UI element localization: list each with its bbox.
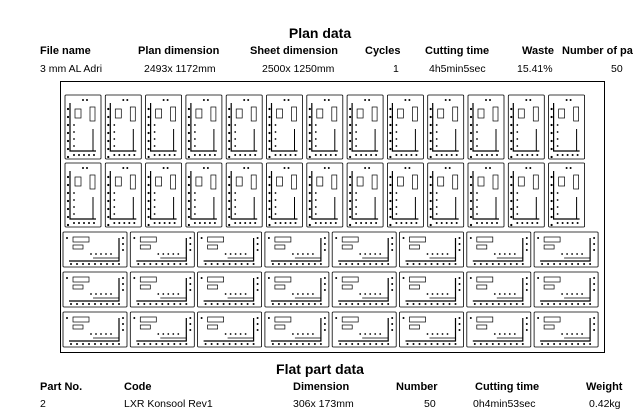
flat-header-weight: Weight [586, 381, 623, 393]
nested-part-portrait [266, 162, 303, 228]
flat-header-dimension: Dimension [293, 381, 350, 393]
nested-part-landscape [197, 311, 263, 348]
nested-part-landscape [399, 231, 464, 268]
plan-header-cutting-time: Cutting time [425, 45, 490, 57]
nested-part-landscape [62, 231, 128, 268]
flat-weight: 0.42kg [589, 398, 621, 410]
nested-part-portrait [306, 94, 344, 160]
plan-data-title: Plan data [288, 25, 352, 41]
plan-header-plan-dimension: Plan dimension [138, 45, 220, 57]
nested-part-portrait [467, 162, 505, 228]
nested-part-portrait [386, 94, 424, 160]
nested-part-portrait [185, 94, 223, 160]
nested-part-portrait [346, 94, 384, 160]
nested-part-portrait [507, 94, 545, 160]
nested-part-portrait [427, 162, 465, 228]
nested-part-portrait [427, 94, 465, 160]
nested-part-portrait [548, 94, 586, 160]
nested-part-portrait [145, 162, 182, 228]
nested-part-portrait [346, 162, 384, 228]
plan-header-sheet-dimension: Sheet dimension [250, 45, 339, 57]
flat-code: LXR Konsool Rev1 [124, 398, 213, 410]
plan-file-name: 3 mm AL Adri [40, 63, 102, 75]
nested-part-landscape [331, 231, 397, 268]
nested-part-landscape [197, 271, 263, 308]
flat-header-part-no: Part No. [40, 381, 83, 393]
nested-part-portrait [386, 162, 424, 228]
plan-header-waste: Waste [522, 45, 554, 57]
nested-part-portrait [467, 94, 505, 160]
nested-part-portrait [225, 94, 263, 160]
nested-part-landscape [264, 271, 330, 308]
nested-part-landscape [331, 271, 397, 308]
nested-part-landscape [264, 231, 330, 268]
nested-part-landscape [129, 231, 195, 268]
plan-header-file-name: File name [40, 45, 91, 57]
nested-part-landscape [533, 231, 599, 268]
nested-part-landscape [399, 271, 464, 308]
nested-part-portrait [225, 162, 263, 228]
plan-cutting-time: 4h5min5sec [429, 63, 486, 75]
flat-header-code: Code [124, 381, 152, 393]
flat-dimension: 306x 173mm [293, 398, 354, 410]
plan-header-cycles: Cycles [365, 45, 401, 57]
nested-part-portrait [266, 94, 303, 160]
plan-cycles: 1 [393, 63, 399, 75]
sheet-dimension: 2500x 1250mm [262, 63, 335, 75]
flat-part-data-title: Flat part data [276, 361, 364, 377]
nesting-sheet [60, 81, 605, 353]
plan-number-of-parts: 50 [611, 63, 623, 75]
nested-part-portrait [306, 162, 344, 228]
nested-part-landscape [197, 231, 263, 268]
nested-part-portrait [64, 162, 102, 228]
nested-part-portrait [104, 94, 142, 160]
nested-part-portrait [145, 94, 182, 160]
flat-header-cutting-time: Cutting time [475, 381, 540, 393]
plan-dimension: 2493x 1172mm [144, 63, 216, 75]
flat-cutting-time: 0h4min53sec [473, 398, 536, 410]
nested-part-landscape [533, 271, 599, 308]
nested-part-landscape [466, 271, 532, 308]
nesting-layout-drawing [62, 94, 599, 348]
nested-part-landscape [62, 271, 128, 308]
flat-header-number: Number [396, 381, 438, 393]
plan-waste: 15.41% [517, 63, 553, 75]
flat-part-no: 2 [40, 398, 46, 410]
nested-part-portrait [548, 162, 586, 228]
nested-part-landscape [466, 311, 532, 348]
nested-part-landscape [129, 311, 195, 348]
nested-part-landscape [129, 271, 195, 308]
nested-part-landscape [331, 311, 397, 348]
plan-header-number-of-parts: Number of pa [562, 45, 633, 57]
nested-part-landscape [533, 311, 599, 348]
nested-part-portrait [104, 162, 142, 228]
nested-part-landscape [264, 311, 330, 348]
nested-part-portrait [507, 162, 545, 228]
flat-number: 50 [424, 398, 436, 410]
nested-part-portrait [64, 94, 102, 160]
nested-part-landscape [399, 311, 464, 348]
nested-part-portrait [185, 162, 223, 228]
nested-part-landscape [466, 231, 532, 268]
nested-part-landscape [62, 311, 128, 348]
